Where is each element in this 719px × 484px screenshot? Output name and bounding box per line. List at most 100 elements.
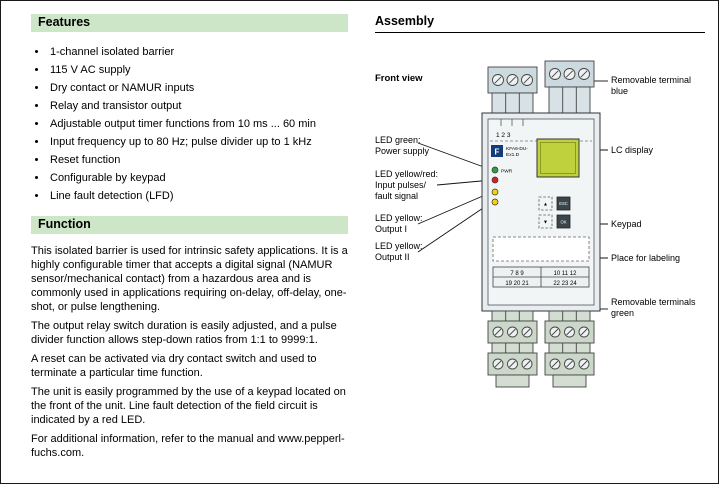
terminal-number-grid: 7 8 9 10 11 12 19 20 21 22 23 24 (492, 266, 590, 288)
screw-icon (507, 358, 518, 370)
callout-text: LED yellow/red: (375, 169, 439, 179)
bottom-terminal-block-left (487, 310, 538, 388)
assembly-diagram: 1 2 3 F KFA6-DU- Ex1.D PWR (371, 51, 706, 451)
callout-terminals-green: Removable terminals green (611, 297, 703, 319)
callout-line-led-green (417, 142, 493, 171)
screw-icon (549, 326, 561, 338)
callout-text: blue (611, 86, 629, 96)
screw-icon (564, 326, 575, 338)
top-terminal-block-right (544, 60, 595, 114)
callout-text: green (611, 308, 635, 318)
feature-item: Dry contact or NAMUR inputs (48, 81, 348, 95)
callout-text: Removable terminal (611, 75, 692, 85)
screw-icon (521, 74, 533, 86)
features-list: 1-channel isolated barrier 115 V AC supp… (48, 45, 348, 203)
function-paragraph: For additional information, refer to the… (31, 433, 345, 459)
callout-text: Place for labeling (611, 253, 681, 263)
callout-labeling: Place for labeling (611, 253, 703, 264)
screw-icon (578, 68, 590, 80)
device-model-line2: Ex1.D (506, 152, 520, 158)
led-yellow-output2 (491, 198, 499, 206)
feature-item: Relay and transistor output (48, 99, 348, 113)
callout-led-output2: LED yellow: Output II (375, 241, 445, 263)
bottom-terminal-block-right (544, 310, 595, 388)
screw-icon (507, 326, 518, 338)
screw-icon (492, 358, 504, 370)
callout-text: Power supply (375, 146, 430, 156)
callout-led-yellow-red: LED yellow/red: Input pulses/ fault sign… (375, 169, 445, 202)
down-arrow-icon: ▼ (543, 220, 548, 226)
terminal-numbers-cell: 7 8 9 (510, 271, 524, 277)
function-title: Function (38, 217, 91, 231)
feature-item: Reset function (48, 153, 348, 167)
screw-icon (492, 326, 504, 338)
terminal-numbers-top: 1 2 3 (496, 132, 511, 139)
callout-line-led-output1 (417, 191, 493, 225)
function-paragraph: This isolated barrier is used for intrin… (31, 245, 348, 313)
top-terminal-block-left (487, 66, 538, 114)
screw-icon (578, 358, 590, 370)
function-paragraph: The unit is easily programmed by the use… (31, 386, 346, 426)
button-ok (556, 214, 571, 229)
esc-button-label: ESC (559, 201, 568, 206)
callout-text: Removable terminals (611, 297, 696, 307)
callout-terminal-blue: Removable terminal blue (611, 75, 703, 97)
front-view-label: Front view (375, 73, 423, 84)
callout-keypad: Keypad (611, 219, 703, 230)
callout-lc-display: LC display (611, 145, 703, 156)
assembly-section-header: Assembly (375, 14, 705, 33)
screw-icon (549, 68, 561, 80)
terminal-numbers-cell: 22 23 24 (553, 281, 577, 287)
feature-item: Adjustable output timer functions from 1… (48, 117, 348, 131)
features-title: Features (38, 15, 91, 29)
pwr-label: PWR (501, 169, 513, 175)
screw-icon (549, 358, 561, 370)
ok-button-label: OK (560, 220, 566, 225)
feature-item: 115 V AC supply (48, 63, 348, 77)
screw-icon (492, 74, 504, 86)
left-column: Features 1-channel isolated barrier 115 … (31, 14, 348, 460)
pf-logo: F (491, 145, 503, 157)
button-down (538, 214, 553, 229)
led-green-power (491, 166, 499, 174)
callout-line-led-output2 (417, 201, 493, 253)
assembly-divider (375, 32, 705, 33)
screw-icon (521, 326, 533, 338)
callout-text: LED yellow: (375, 241, 423, 251)
callout-text: LED yellow: (375, 213, 423, 223)
screw-icon (578, 326, 590, 338)
terminal-numbers-cell: 19 20 21 (505, 281, 529, 287)
callout-text: LC display (611, 145, 654, 155)
callout-text: fault signal (375, 191, 419, 201)
screw-icon (564, 358, 575, 370)
function-header: Function (31, 216, 348, 234)
feature-item: Line fault detection (LFD) (48, 189, 348, 203)
up-arrow-icon: ▲ (543, 202, 548, 208)
device-model-line1: KFA6-DU- (506, 146, 528, 152)
callout-text: LED green: (375, 135, 421, 145)
led-yellow-output1 (491, 188, 499, 196)
features-header: Features (31, 14, 348, 32)
lc-display-graphic (536, 138, 580, 178)
led-red-input (491, 176, 499, 184)
callout-led-green: LED green: Power supply (375, 135, 445, 157)
screw-icon (521, 358, 533, 370)
button-esc (556, 196, 571, 211)
function-paragraph: A reset can be activated via dry contact… (31, 353, 317, 379)
callout-text: Keypad (611, 219, 642, 229)
callout-text: Output I (375, 224, 408, 234)
assembly-drawing: 1 2 3 F KFA6-DU- Ex1.D PWR (417, 60, 608, 388)
assembly-title: Assembly (375, 14, 435, 28)
callout-text: Input pulses/ (375, 180, 427, 190)
keypad-graphic: ▲ ▼ ESC OK (538, 196, 571, 229)
callout-led-output1: LED yellow: Output I (375, 213, 445, 235)
feature-item: Input frequency up to 80 Hz; pulse divid… (48, 135, 348, 149)
screw-icon (506, 74, 519, 86)
callout-text: Output II (375, 252, 410, 262)
feature-item: 1-channel isolated barrier (48, 45, 348, 59)
feature-item: Configurable by keypad (48, 171, 348, 185)
function-paragraph: The output relay switch duration is easi… (31, 320, 337, 346)
labeling-area (492, 236, 590, 262)
button-up (538, 196, 553, 211)
